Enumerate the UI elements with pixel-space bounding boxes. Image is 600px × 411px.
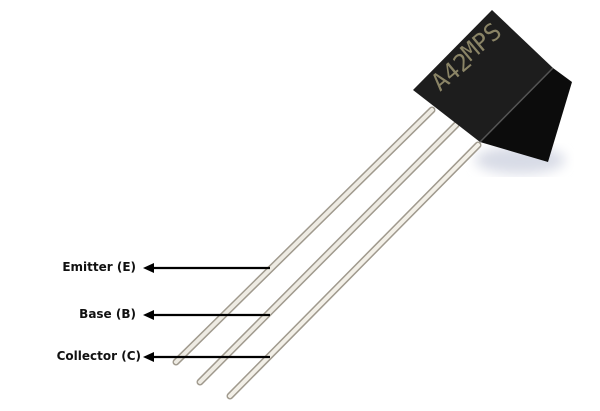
emitter-label: Emitter (E) [62,260,136,274]
arrows [143,263,270,362]
transistor-body: MPS A42 [413,10,572,162]
collector-label: Collector (C) [56,349,141,363]
base-label: Base (B) [79,307,136,321]
leads [172,106,482,400]
